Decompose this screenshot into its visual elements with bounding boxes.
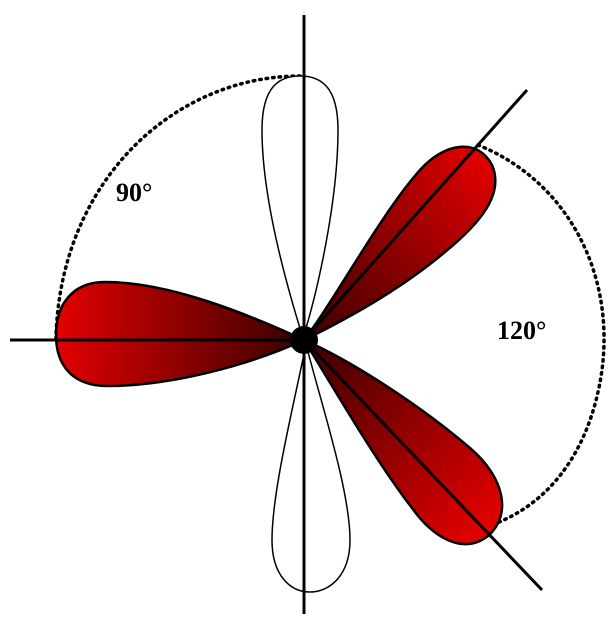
left-red-lobe [56,282,304,386]
nucleus-dot [290,326,318,354]
upper-white-lobe [262,76,338,338]
angle-label-90: 90° [116,180,152,206]
angle-label-120: 120° [497,318,546,344]
